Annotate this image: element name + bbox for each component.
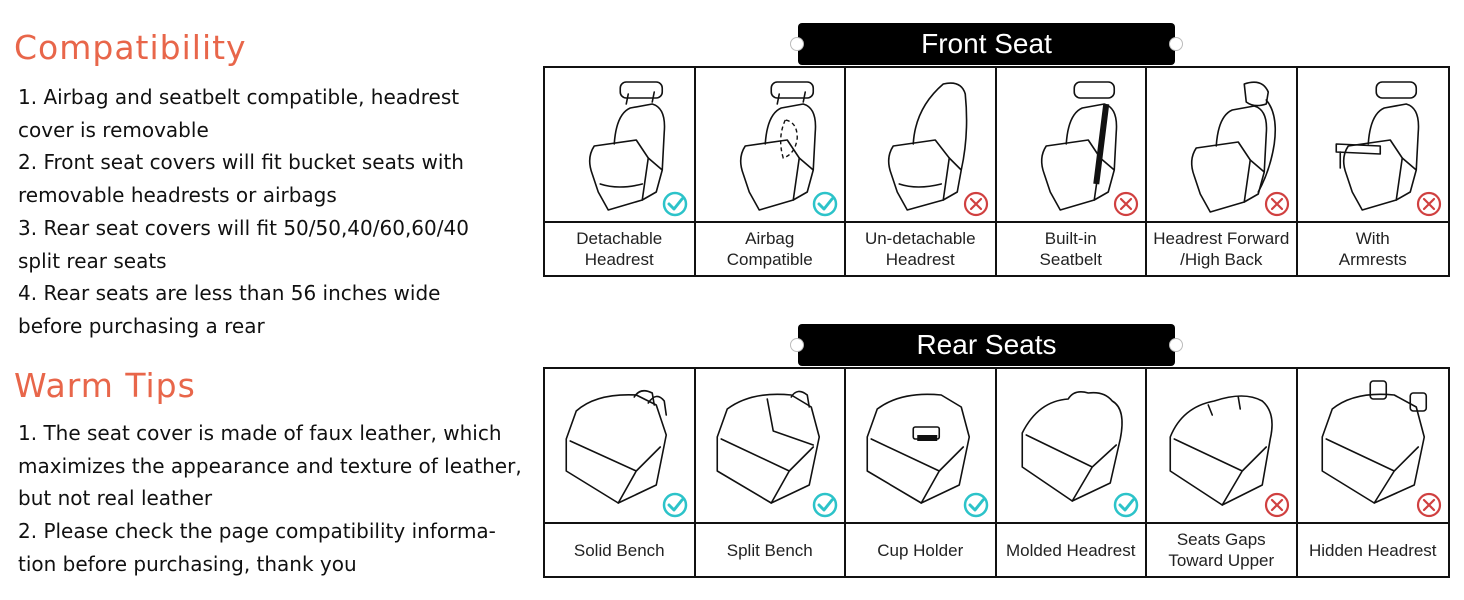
rear-seats-banner-label: Rear Seats xyxy=(916,329,1057,360)
check-icon xyxy=(963,492,988,518)
rear-seat-cell: Hidden Headrest xyxy=(1297,369,1448,576)
bucket-seat-forward-headrest-icon xyxy=(1190,81,1277,213)
banner-knob-icon xyxy=(790,338,804,352)
front-seat-cell: Built-in Seatbelt xyxy=(996,68,1147,275)
rear-seat-label: Seats Gaps Toward Upper xyxy=(1168,530,1275,570)
front-seat-label: Headrest Forward /High Back xyxy=(1153,229,1290,269)
front-seat-cell: Un-detachable Headrest xyxy=(846,68,997,275)
list-item: split rear seats xyxy=(18,248,167,273)
rear-seat-cell: Split Bench xyxy=(695,369,846,576)
front-seat-cell: Headrest Forward /High Back xyxy=(1147,68,1298,275)
front-seat-label: Airbag Compatible xyxy=(726,229,813,269)
rear-seat-cell: Seats Gaps Toward Upper xyxy=(1147,369,1298,576)
front-seat-cell: Airbag Compatible xyxy=(695,68,846,275)
front-seat-label: Built-in Seatbelt xyxy=(1039,229,1102,269)
seat-illustration xyxy=(695,369,844,524)
front-seat-cell: With Armrests xyxy=(1297,68,1448,275)
rear-seats-banner: Rear Seats xyxy=(790,324,1183,366)
warm-tips-heading: Warm Tips xyxy=(14,366,196,405)
front-seat-grid: Detachable Headrest Airbag Compatible Un… xyxy=(543,66,1450,277)
rear-seat-cell: Molded Headrest xyxy=(996,369,1147,576)
rear-seats-grid: Solid Bench Split Bench Cup Holder Molde… xyxy=(543,367,1450,578)
check-icon xyxy=(662,492,687,518)
seat-illustration xyxy=(996,369,1145,524)
list-item: 2. Front seat covers will fit bucket sea… xyxy=(18,150,464,175)
bench-seat-molded-headrest-icon xyxy=(1020,391,1123,502)
list-item: 1. The seat cover is made of faux leathe… xyxy=(18,421,502,445)
compatibility-list: 1. Airbag and seatbelt compatible, headr… xyxy=(18,81,469,343)
bench-seat-gaps-icon xyxy=(1169,395,1273,506)
check-icon xyxy=(1113,492,1139,518)
front-seat-label: Detachable Headrest xyxy=(576,229,663,269)
list-item: removable headrests or airbags xyxy=(18,183,337,208)
banner-knob-icon xyxy=(1169,338,1183,352)
front-seat-banner-label: Front Seat xyxy=(921,28,1052,59)
bench-seat-split-icon xyxy=(715,390,820,504)
list-item: 2. Please check the page compatibility i… xyxy=(18,519,496,544)
cross-icon xyxy=(1113,191,1139,217)
list-item: 3. Rear seat covers will fit 50/50,40/60… xyxy=(18,215,469,240)
seat-illustration xyxy=(695,68,844,223)
rear-seat-label: Molded Headrest xyxy=(1006,540,1136,560)
check-icon xyxy=(812,492,838,518)
bucket-seat-airbag-icon xyxy=(739,81,816,211)
bucket-seat-integrated-headrest-icon xyxy=(887,82,968,211)
bench-seat-hidden-headrest-icon xyxy=(1320,380,1427,504)
bucket-seat-seatbelt-icon xyxy=(1040,81,1117,211)
rear-seat-cell: Cup Holder xyxy=(846,369,997,576)
front-seat-label: Un-detachable Headrest xyxy=(864,229,976,269)
bucket-seat-detachable-headrest-icon xyxy=(588,81,666,211)
rear-seat-label: Hidden Headrest xyxy=(1308,540,1437,560)
front-seat-label: With Armrests xyxy=(1338,229,1407,269)
list-item: maximizes the appearance and texture of … xyxy=(18,453,522,478)
list-item: cover is removable xyxy=(18,117,209,142)
check-icon xyxy=(812,191,838,217)
seat-illustration xyxy=(846,68,995,223)
rear-seat-cell: Solid Bench xyxy=(545,369,696,576)
list-item: before purchasing a rear xyxy=(18,313,265,338)
seat-illustration xyxy=(846,369,995,524)
list-item: 1. Airbag and seatbelt compatible, headr… xyxy=(18,85,460,109)
compatibility-heading: Compatibility xyxy=(14,28,247,67)
front-seat-banner: Front Seat xyxy=(790,23,1183,65)
seat-illustration xyxy=(1297,369,1448,524)
seat-illustration xyxy=(996,68,1145,223)
cross-icon xyxy=(1416,191,1442,217)
banner-knob-icon xyxy=(790,37,804,51)
seat-illustration xyxy=(1147,68,1296,223)
seat-illustration xyxy=(1297,68,1448,223)
check-icon xyxy=(662,191,687,217)
rear-seat-label: Solid Bench xyxy=(573,540,665,560)
warm-tips-list: 1. The seat cover is made of faux leathe… xyxy=(18,417,522,581)
rear-seat-label: Cup Holder xyxy=(877,540,964,560)
list-item: but not real leather xyxy=(18,486,213,511)
front-seat-cell: Detachable Headrest xyxy=(545,68,696,275)
seat-illustration xyxy=(545,369,694,524)
cross-icon xyxy=(1264,492,1289,518)
list-item: 4. Rear seats are less than 56 inches wi… xyxy=(18,281,441,306)
cross-icon xyxy=(1264,191,1289,217)
banner-knob-icon xyxy=(1169,37,1183,51)
list-item: tion before purchasing, thank you xyxy=(18,551,357,576)
seat-illustration xyxy=(545,68,694,223)
seat-illustration xyxy=(1147,369,1296,524)
bucket-seat-armrest-icon xyxy=(1334,81,1419,211)
cross-icon xyxy=(1416,492,1442,518)
rear-seat-label: Split Bench xyxy=(726,540,813,560)
cross-icon xyxy=(963,191,988,217)
bench-seat-solid-icon xyxy=(565,389,668,504)
bench-seat-cup-holder-icon xyxy=(866,393,971,504)
